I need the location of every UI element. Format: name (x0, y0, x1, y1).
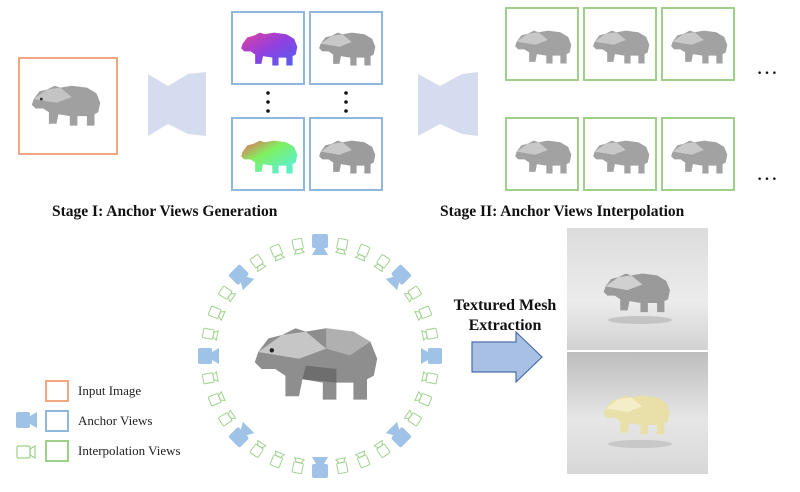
camera-icon (312, 234, 328, 255)
network-icon (148, 72, 206, 136)
bear-icon (603, 273, 670, 313)
bear-icon (515, 140, 572, 174)
camera-icon (335, 237, 349, 255)
camera-icon (198, 348, 219, 364)
bear-icon (671, 30, 728, 64)
bear-icon (319, 140, 376, 174)
extraction-line1: Textured Mesh (453, 297, 557, 314)
camera-icon (291, 237, 305, 255)
network-icon (418, 72, 478, 136)
camera-icon (291, 457, 305, 475)
arrow-right-icon (471, 330, 543, 384)
camera-icon (421, 327, 439, 341)
camera-icon (414, 391, 433, 407)
bear-icon (593, 140, 650, 174)
camera-icon (385, 264, 412, 291)
camera-icon (228, 264, 255, 291)
camera-icon (201, 327, 219, 341)
camera-icon (217, 409, 237, 427)
stage1-title: Stage I: Anchor Views Generation (52, 203, 278, 220)
camera-icon (403, 409, 423, 427)
camera-icon (355, 450, 371, 469)
bear-icon (254, 328, 378, 400)
camera-icon (312, 457, 328, 478)
bear-icon (319, 32, 376, 66)
legend-anchor-swatch (45, 410, 69, 432)
camera-icon (335, 457, 349, 475)
extraction-line2: Extraction (468, 317, 542, 334)
ellipsis-icon: … (756, 160, 780, 185)
camera-icon (421, 348, 442, 364)
extraction-label: Textured Mesh Extraction (440, 296, 570, 336)
stage2-title: Stage II: Anchor Views Interpolation (440, 203, 685, 220)
camera-icon (373, 253, 391, 273)
bear-icon (31, 85, 101, 126)
bear-icon (515, 30, 572, 64)
camera-icon (228, 421, 255, 448)
camera-icon (217, 285, 237, 303)
ellipsis-icon: … (756, 54, 780, 79)
camera-icon (16, 412, 37, 428)
camera-icon (403, 285, 423, 303)
camera-icon (249, 253, 267, 273)
legend-anchor-label: Anchor Views (78, 413, 153, 428)
bear-icon (593, 30, 650, 64)
camera-icon (373, 439, 391, 459)
camera-icon (355, 243, 371, 262)
camera-icon (201, 371, 219, 385)
camera-icon (16, 445, 36, 459)
camera-icon (249, 439, 267, 459)
ellipsis-icon (266, 91, 348, 113)
legend-interp-label: Interpolation Views (78, 443, 181, 458)
camera-icon (269, 450, 285, 469)
bear-icon (603, 395, 670, 435)
legend-input-swatch (45, 380, 69, 402)
camera-icon (207, 305, 226, 321)
camera-icon (207, 391, 226, 407)
camera-icon (269, 243, 285, 262)
camera-icon (414, 305, 433, 321)
camera-icon (385, 421, 412, 448)
legend-input-label: Input Image (78, 383, 142, 398)
bear-icon (671, 140, 728, 174)
camera-icon (421, 371, 439, 385)
legend-interp-swatch (45, 440, 69, 462)
